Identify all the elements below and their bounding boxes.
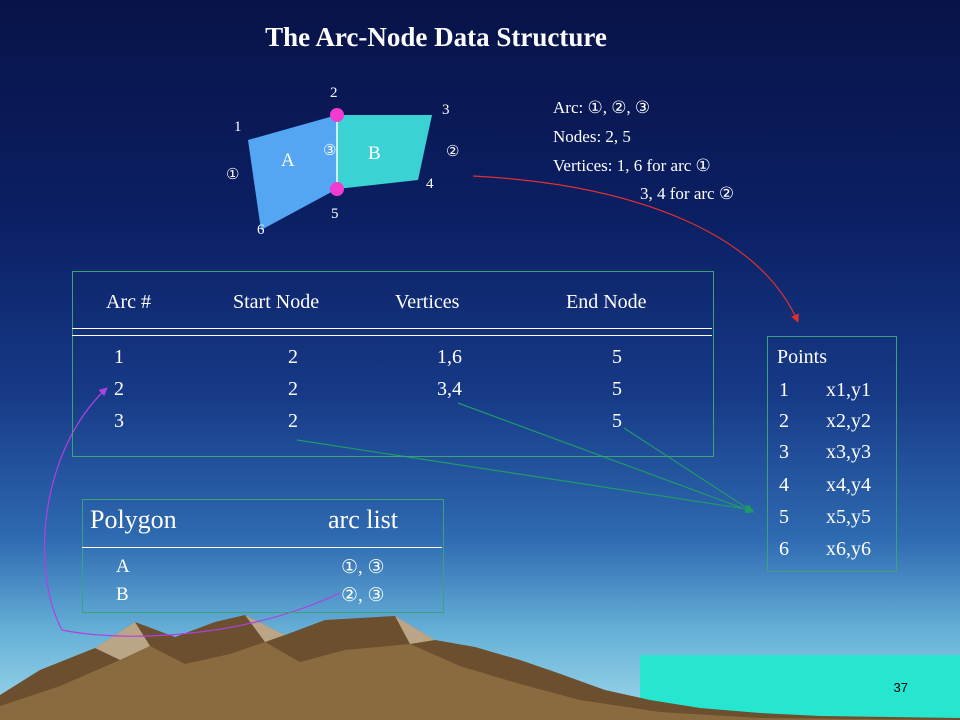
arc-row-2-start: 2	[288, 378, 298, 400]
point-row-4-index: 4	[779, 474, 789, 496]
arrow-arclist-to-arctable	[43, 387, 341, 637]
point-label-5: 5	[331, 206, 339, 222]
polygon-row-b-name: B	[116, 584, 129, 605]
point-row-2-index: 2	[779, 410, 789, 432]
node-5-marker	[330, 182, 344, 196]
polygon-a-shape	[248, 115, 337, 230]
arrow-row3-to-points	[296, 439, 754, 514]
arc-row-1-start: 2	[288, 346, 298, 368]
arc-row-1-end: 5	[612, 346, 622, 368]
arrow-endnode-to-points	[623, 427, 754, 513]
point-row-5-index: 5	[779, 506, 789, 528]
point-row-3-coords: x3,y3	[826, 441, 871, 463]
arc-label-2: ②	[446, 144, 460, 160]
polygon-row-a-arcs: ①, ③	[341, 557, 385, 578]
mountain-ridge	[0, 642, 960, 720]
point-label-3: 3	[442, 102, 450, 118]
arrow-arcs-to-points	[472, 175, 799, 323]
node-2-marker	[330, 108, 344, 122]
polygon-row-a-name: A	[116, 556, 130, 577]
point-row-6-index: 6	[779, 538, 789, 560]
polygon-row-b-arcs: ②, ③	[341, 585, 385, 606]
point-row-1-coords: x1,y1	[826, 379, 871, 401]
point-label-6: 6	[257, 222, 265, 238]
points-table	[767, 336, 897, 572]
point-row-2-coords: x2,y2	[826, 410, 871, 432]
polygon-table	[82, 499, 444, 613]
point-label-4: 4	[426, 176, 434, 192]
polygon-label-a: A	[281, 150, 295, 171]
polygon-table-rule	[82, 547, 442, 548]
point-label-1: 1	[234, 119, 242, 135]
arc-row-3-end: 5	[612, 410, 622, 432]
arc-table-header-start-node: Start Node	[233, 291, 320, 313]
mountain-highlights	[95, 615, 435, 660]
point-row-1-index: 1	[779, 379, 789, 401]
polygon-label-b: B	[368, 143, 381, 164]
arc-table-header-arc: Arc #	[106, 291, 151, 313]
arc-row-1-vertices: 1,6	[437, 346, 462, 368]
arc-row-3-arc: 3	[114, 410, 124, 432]
arc-table-header-end-node: End Node	[566, 291, 647, 313]
arc-row-1-arc: 1	[114, 346, 124, 368]
info-arc-line: Arc: ①, ②, ③	[553, 98, 651, 117]
points-table-header: Points	[777, 346, 828, 368]
arc-row-3-start: 2	[288, 410, 298, 432]
arc-table-rule-2	[72, 335, 712, 336]
arrow-vertices-to-points	[457, 402, 754, 514]
slide-title: The Arc-Node Data Structure	[265, 22, 607, 52]
arc-table-rule-1	[72, 328, 712, 329]
point-row-4-coords: x4,y4	[826, 474, 871, 496]
polygon-b-shape	[337, 115, 432, 189]
arc-label-3: ③	[323, 143, 337, 159]
info-nodes-line: Nodes: 2, 5	[553, 127, 631, 146]
point-row-6-coords: x6,y6	[826, 538, 871, 560]
point-label-2: 2	[330, 85, 338, 101]
info-vertices-line-2: 3, 4 for arc ②	[640, 184, 735, 203]
polygon-table-header-polygon: Polygon	[90, 505, 177, 534]
page-number: 37	[893, 680, 908, 695]
polygon-table-header-arc-list: arc list	[328, 505, 399, 534]
point-row-5-coords: x5,y5	[826, 506, 871, 528]
arc-table-header-vertices: Vertices	[395, 291, 460, 313]
arc-table	[72, 271, 714, 457]
arc-row-2-arc: 2	[114, 378, 124, 400]
arc-row-2-end: 5	[612, 378, 622, 400]
arc-row-2-vertices: 3,4	[437, 378, 462, 400]
point-row-3-index: 3	[779, 441, 789, 463]
arc-label-1: ①	[226, 167, 240, 183]
info-vertices-line-1: Vertices: 1, 6 for arc ①	[553, 156, 711, 175]
